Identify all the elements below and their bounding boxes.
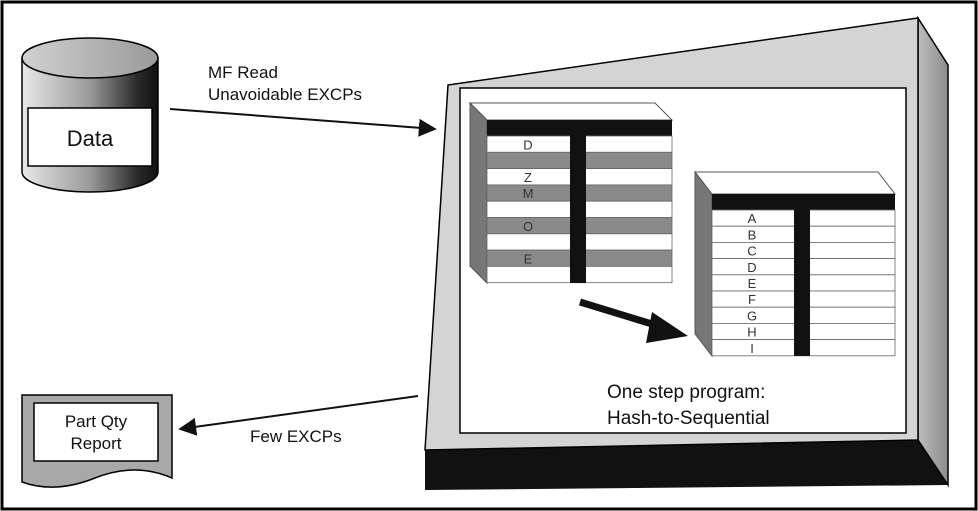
hash-table-key: Z bbox=[524, 170, 532, 185]
report-label-line2: Report bbox=[70, 434, 121, 453]
seq-table-key: B bbox=[748, 227, 757, 242]
report-label-box bbox=[33, 402, 159, 462]
seq-table-key: E bbox=[748, 276, 757, 291]
hash-table-key: O bbox=[523, 219, 533, 234]
seq-table-key: H bbox=[747, 325, 756, 340]
hash-table-key: E bbox=[524, 251, 533, 266]
read-label-line1: MF Read bbox=[208, 63, 278, 82]
seq-table-side bbox=[694, 170, 713, 358]
data-cylinder: Data bbox=[21, 37, 159, 193]
seq-table-key: F bbox=[748, 292, 756, 307]
hash-table-top bbox=[468, 102, 674, 121]
hash-table-key: M bbox=[523, 186, 534, 201]
seq-table-key: C bbox=[747, 244, 756, 259]
hash-table-divider bbox=[570, 120, 586, 283]
seq-table-key: G bbox=[747, 308, 757, 323]
read-arrow bbox=[169, 108, 437, 137]
transform-arrow-head bbox=[646, 312, 688, 343]
write-label: Few EXCPs bbox=[250, 427, 342, 446]
program-label-line1: One step program: bbox=[607, 382, 765, 403]
program-label-line2: Hash-to-Sequential bbox=[607, 408, 770, 429]
seq-table-key: D bbox=[747, 260, 756, 275]
report-label-line1: Part Qty bbox=[65, 412, 128, 431]
hash-table-key: D bbox=[523, 137, 532, 152]
seq-table-divider bbox=[794, 194, 810, 356]
write-arrow bbox=[178, 395, 419, 436]
panel-shadow bbox=[425, 440, 948, 490]
seq-table-top bbox=[693, 171, 897, 195]
seq-table-key: A bbox=[748, 211, 757, 226]
panel-side bbox=[917, 15, 949, 488]
cylinder-top bbox=[21, 37, 159, 79]
read-label-line2: Unavoidable EXCPs bbox=[208, 85, 362, 104]
report-document: Part Qty Report bbox=[21, 394, 173, 488]
hash-table: D ZM O E bbox=[468, 101, 674, 285]
data-label: Data bbox=[67, 126, 114, 151]
hash-table-side bbox=[469, 101, 488, 285]
seq-table-key: I bbox=[750, 341, 754, 356]
cylinder-label-box bbox=[27, 107, 153, 167]
